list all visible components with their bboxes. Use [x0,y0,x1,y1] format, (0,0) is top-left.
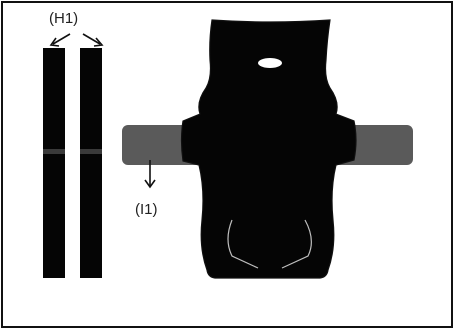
down-arrow-icon [144,160,156,189]
strap-left [43,48,65,278]
stitch-lines [227,219,312,269]
strap-left-buckle [43,149,65,154]
seat-body [180,19,357,279]
strap-right-buckle [80,149,102,154]
strap-right [80,48,102,278]
callout-h1: (H1) [49,10,79,27]
double-diagonal-arrows-icon [49,33,104,47]
head-opening [258,58,282,68]
callout-i1: (I1) [135,201,158,218]
